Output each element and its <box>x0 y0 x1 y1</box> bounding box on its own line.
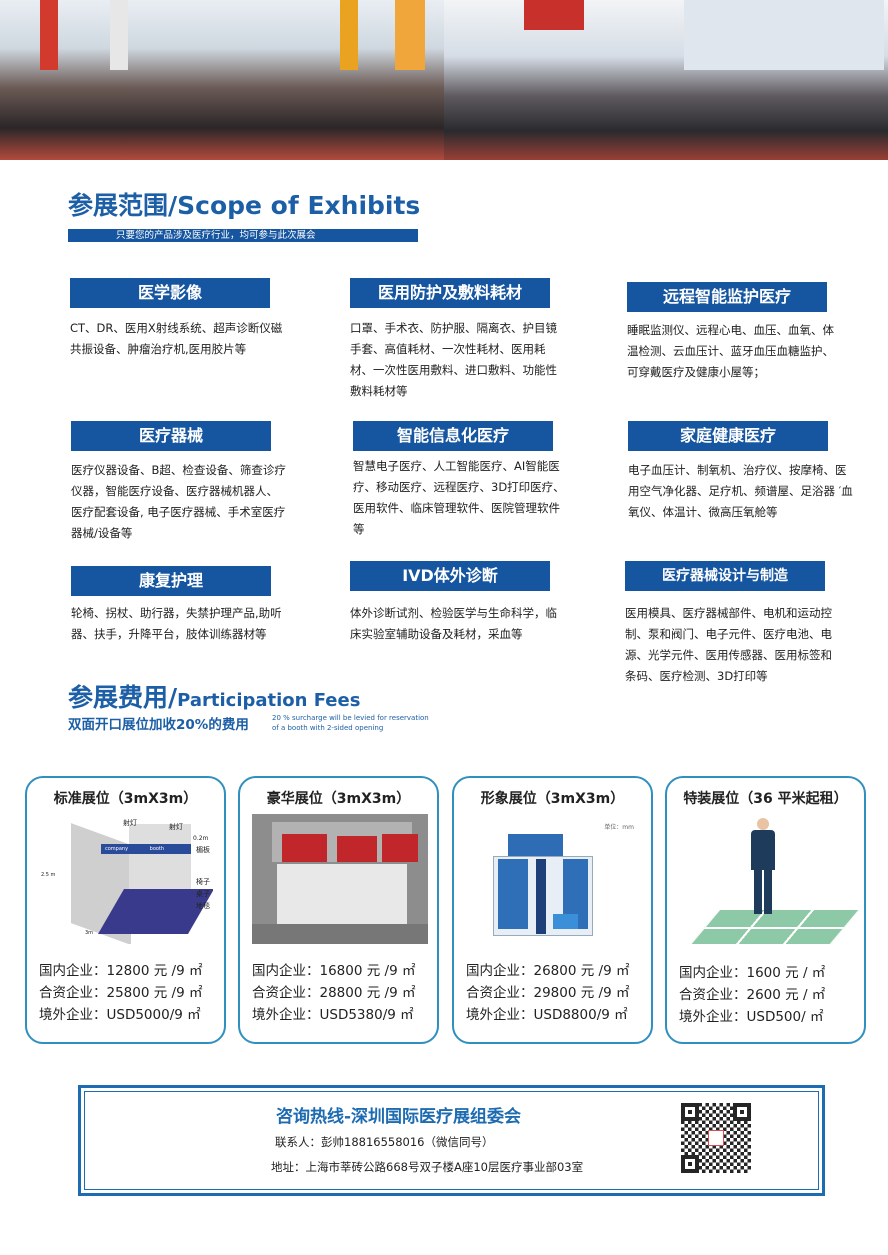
label-wall-height: 2.5 m <box>41 872 56 878</box>
qr-finder <box>733 1103 751 1121</box>
fees-title-cn: 参展费用/ <box>68 683 178 712</box>
custom-booth-illustration <box>667 814 864 944</box>
booth-card-custom: 特装展位（36 平米起租） 国内企业：1600 元 / ㎡ 合资企业：2600 … <box>665 776 866 1044</box>
price-domestic: 国内企业：26800 元 /9 ㎡ <box>466 963 630 979</box>
price-domestic: 国内企业：12800 元 /9 ㎡ <box>39 963 203 979</box>
contact-inner-border <box>84 1091 819 1190</box>
booth-wall <box>684 0 884 70</box>
category-desc: 医疗仪器设备、B超、检查设备、筛查诊疗仪器，智能医疗设备、医疗器械机器人、医疗配… <box>71 463 286 540</box>
surcharge-cn: 双面开口展位加收20%的费用 <box>68 717 249 733</box>
hotline-title: 咨询热线-深圳国际医疗展组委会 <box>276 1107 522 1127</box>
booth-title: 豪华展位（3mX3m） <box>266 791 411 807</box>
fascia-company: company <box>105 846 129 852</box>
standard-booth-illustration: company booth 射灯 射灯 0.2m 楣板 椅子 桌子 地毯 2.5… <box>41 814 213 944</box>
category-desc: 电子血压计、制氧机、治疗仪、按摩椅、医用空气净化器、足疗机、频谱屋、足浴器 ′血… <box>628 463 853 519</box>
qr-logo <box>708 1130 724 1146</box>
booth-title: 特装展位（36 平米起租） <box>683 791 848 807</box>
label-chair: 椅子 <box>196 878 210 886</box>
booth-title: 形象展位（3mX3m） <box>480 791 625 807</box>
label-width: 3m <box>85 930 94 936</box>
category-title: 家庭健康医疗 <box>628 421 828 451</box>
category-desc: 体外诊断试剂、检验医学与生命科学，临床实验室辅助设备及耗材，采血等 <box>350 606 557 641</box>
label-fascia: 楣板 <box>196 846 210 854</box>
unit-label: 单位：mm <box>604 824 634 831</box>
surcharge-en-line: 20 % surcharge will be levied for reserv… <box>272 714 429 722</box>
label-height: 0.2m <box>193 835 209 842</box>
contact-person: 联系人：彭帅18816558016（微信同号） <box>275 1135 494 1149</box>
price-domestic: 国内企业：16800 元 /9 ㎡ <box>252 963 416 979</box>
fascia-booth: booth <box>149 846 165 852</box>
price-list: 国内企业：26800 元 /9 ㎡ 合资企业：29800 元 /9 ㎡ 境外企业… <box>466 960 629 1026</box>
booth-banner <box>524 0 584 30</box>
category-desc: 医用模具、医疗器械部件、电机和运动控制、泵和阀门、电子元件、医疗电池、电源、光学… <box>625 606 832 683</box>
contact-box: 咨询热线-深圳国际医疗展组委会 联系人：彭帅18816558016（微信同号） … <box>78 1085 825 1196</box>
fees-title: 参展费用/Participation Fees <box>68 678 360 714</box>
category-title: 康复护理 <box>71 566 271 596</box>
price-overseas: 境外企业：USD500/ ㎡ <box>679 1009 824 1025</box>
label-spotlight: 射灯 <box>169 823 183 831</box>
label-table: 桌子 <box>196 890 210 898</box>
qr-finder <box>681 1155 699 1173</box>
fees-title-en: Participation Fees <box>177 690 361 711</box>
category-desc: 轮椅、拐杖、助行器，失禁护理产品,助听器、扶手，升降平台，肢体训练器材等 <box>71 606 282 641</box>
price-list: 国内企业：16800 元 /9 ㎡ 合资企业：28800 元 /9 ㎡ 境外企业… <box>252 960 415 1026</box>
price-joint-venture: 合资企业：2600 元 / ㎡ <box>679 987 826 1003</box>
booth-card-image: 形象展位（3mX3m） 单位：mm 国内企业：26800 元 /9 ㎡ 合资企业… <box>452 776 653 1044</box>
exhibition-photo-left <box>0 0 444 160</box>
scope-title: 参展范围/Scope of Exhibits <box>68 191 421 220</box>
category-title: 医用防护及敷料耗材 <box>350 278 550 308</box>
image-booth-illustration: 单位：mm <box>468 814 640 944</box>
price-joint-venture: 合资企业：29800 元 /9 ㎡ <box>466 985 630 1001</box>
category-title: 医疗器械 <box>71 421 271 451</box>
category-desc: 睡眠监测仪、远程心电、血压、血氧、体温检测、云血压计、蓝牙血压血糖监护、可穿戴医… <box>627 323 834 379</box>
category-desc: 智慧电子医疗、人工智能医疗、AI智能医疗、移动医疗、远程医疗、3D打印医疗、医用… <box>353 459 565 536</box>
price-joint-venture: 合资企业：25800 元 /9 ㎡ <box>39 985 203 1001</box>
price-list: 国内企业：1600 元 / ㎡ 合资企业：2600 元 / ㎡ 境外企业：USD… <box>679 962 825 1028</box>
booth-title: 标准展位（3mX3m） <box>53 791 198 807</box>
booth-card-luxury: 豪华展位（3mX3m） 国内企业：16800 元 /9 ㎡ 合资企业：28800… <box>238 776 439 1044</box>
qr-finder <box>681 1103 699 1121</box>
surcharge-en-line: of a booth with 2-sided opening <box>272 724 384 732</box>
label-carpet: 地毯 <box>196 902 210 910</box>
label-spotlight: 射灯 <box>123 819 137 827</box>
booth-banner <box>395 0 425 70</box>
surcharge-en: 20 % surcharge will be levied for reserv… <box>272 713 429 733</box>
wechat-qr-code <box>681 1103 751 1173</box>
booth-card-standard: 标准展位（3mX3m） company booth 射灯 射灯 0.2m 楣板 … <box>25 776 226 1044</box>
price-joint-venture: 合资企业：28800 元 /9 ㎡ <box>252 985 416 1001</box>
category-title: 医学影像 <box>70 278 270 308</box>
exhibition-photo-right <box>444 0 888 160</box>
category-desc: CT、DR、医用X射线系统、超声诊断仪磁共振设备、肿瘤治疗机,医用胶片等 <box>70 321 283 356</box>
price-domestic: 国内企业：1600 元 / ㎡ <box>679 965 826 981</box>
category-title: IVD体外诊断 <box>350 561 550 591</box>
price-list: 国内企业：12800 元 /9 ㎡ 合资企业：25800 元 /9 ㎡ 境外企业… <box>39 960 202 1026</box>
booth-banner <box>110 0 128 70</box>
price-overseas: 境外企业：USD5000/9 ㎡ <box>39 1007 201 1023</box>
luxury-booth-illustration <box>252 814 428 944</box>
contact-address: 地址：上海市莘砖公路668号双子楼A座10层医疗事业部03室 <box>271 1160 584 1174</box>
category-title: 智能信息化医疗 <box>353 421 553 451</box>
category-title: 远程智能监护医疗 <box>627 282 827 312</box>
booth-banner <box>340 0 358 70</box>
category-title: 医疗器械设计与制造 <box>625 561 825 591</box>
price-overseas: 境外企业：USD5380/9 ㎡ <box>252 1007 414 1023</box>
scope-subtitle: 只要您的产品涉及医疗行业，均可参与此次展会 <box>68 229 418 242</box>
category-desc: 口罩、手术衣、防护服、隔离衣、护目镜手套、高值耗材、一次性耗材、医用耗材、一次性… <box>350 321 557 398</box>
price-overseas: 境外企业：USD8800/9 ㎡ <box>466 1007 628 1023</box>
booth-banner <box>40 0 58 70</box>
